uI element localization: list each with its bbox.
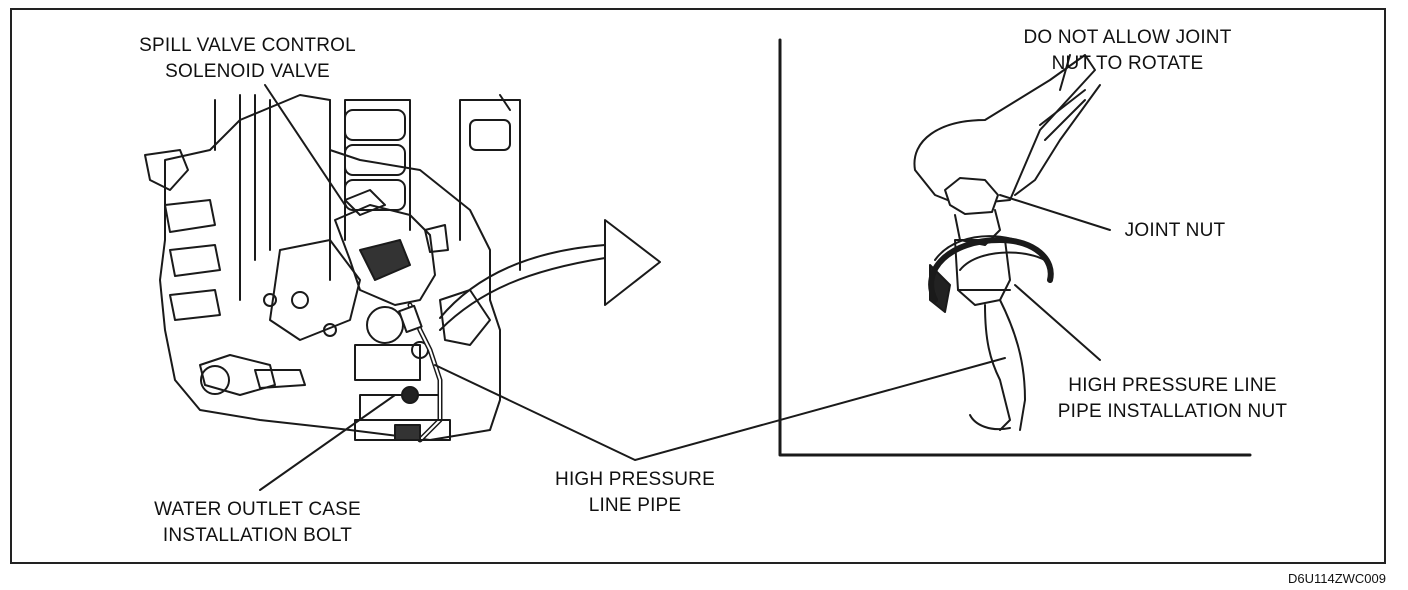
leader-joint-nut [999, 194, 1111, 231]
leader-spill-valve [264, 84, 346, 206]
leader-high-pressure-pipe [434, 357, 1006, 461]
label-high-pressure-line-pipe-installation-nut: HIGH PRESSURE LINE PIPE INSTALLATION NUT [1030, 373, 1315, 425]
wrench-illustration [913, 54, 1101, 206]
label-line: DO NOT ALLOW JOINT [1023, 27, 1232, 48]
label-water-outlet-case-installation-bolt: WATER OUTLET CASE INSTALLATION BOLT [130, 497, 385, 549]
label-line: LINE PIPE [588, 495, 682, 516]
figure-id: D6U114ZWC009 [1287, 571, 1386, 586]
label-line: HIGH PRESSURE LINE [1068, 375, 1277, 396]
label-line: HIGH PRESSURE [555, 469, 715, 490]
label-line: SPILL VALVE CONTROL [139, 35, 356, 56]
leader-water-outlet [259, 394, 396, 491]
label-line: NUT TO ROTATE [1051, 53, 1204, 74]
label-joint-nut: JOINT NUT [1110, 218, 1240, 244]
label-do-not-allow-joint-nut-to-rotate: DO NOT ALLOW JOINT NUT TO ROTATE [1000, 25, 1255, 77]
label-line: WATER OUTLET CASE [154, 499, 361, 520]
label-line: JOINT NUT [1124, 220, 1226, 241]
leader-do-not-rotate [1059, 54, 1071, 91]
figure-frame [10, 8, 1386, 564]
detail-view-frame [778, 38, 1252, 457]
label-spill-valve-control-solenoid-valve: SPILL VALVE CONTROL SOLENOID VALVE [115, 33, 380, 85]
high-pressure-pipe-detail [969, 299, 1026, 431]
label-line: SOLENOID VALVE [165, 61, 330, 82]
engine-block-illustration [144, 94, 521, 443]
leader-installation-nut [1014, 284, 1101, 361]
label-line: PIPE INSTALLATION NUT [1057, 401, 1288, 422]
label-line: INSTALLATION BOLT [162, 525, 353, 546]
label-high-pressure-line-pipe: HIGH PRESSURE LINE PIPE [525, 467, 745, 519]
